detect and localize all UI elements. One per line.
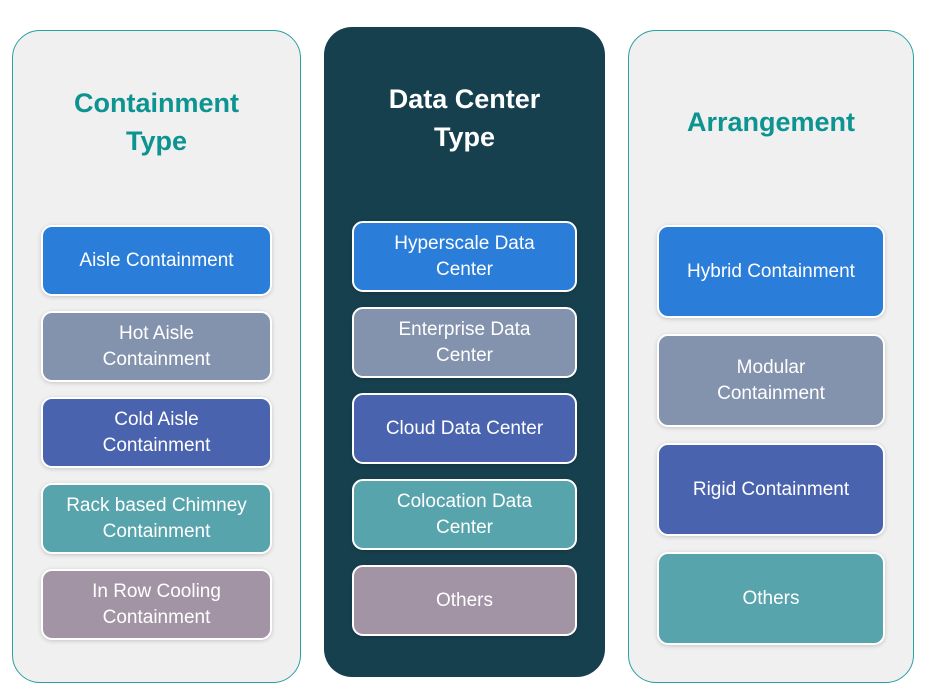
panel-title-containment-type: Containment Type bbox=[74, 88, 239, 156]
data-center-type-box-list: Hyperscale Data Center Enterprise Data C… bbox=[324, 221, 605, 636]
box-enterprise-data-center: Enterprise Data Center bbox=[352, 307, 577, 378]
box-label-hybrid-containment: Hybrid Containment bbox=[687, 260, 855, 282]
box-in-row-cooling-containment: In Row Cooling Containment bbox=[41, 569, 272, 640]
box-others-arrangement: Others bbox=[657, 552, 885, 645]
box-rigid-containment: Rigid Containment bbox=[657, 443, 885, 536]
panel-arrangement: Arrangement Hybrid Containment Modular C… bbox=[628, 30, 914, 683]
box-label-cloud-data-center: Cloud Data Center bbox=[385, 417, 544, 439]
containment-type-box-list: Aisle Containment Hot Aisle Containment … bbox=[13, 225, 300, 640]
box-label-cold-aisle-containment: Cold Aisle Containment bbox=[102, 408, 211, 456]
box-label-rack-based-chimney-containment: Rack based Chimney Containment bbox=[66, 494, 247, 542]
box-others-data-center: Others bbox=[352, 565, 577, 636]
box-label-colocation-data-center: Colocation Data Center bbox=[396, 490, 533, 538]
panel-title-arrangement: Arrangement bbox=[686, 107, 856, 138]
box-label-others-arrangement: Others bbox=[742, 587, 800, 609]
arrangement-box-list: Hybrid Containment Modular Containment R… bbox=[629, 225, 913, 645]
box-aisle-containment: Aisle Containment bbox=[41, 225, 272, 296]
box-label-enterprise-data-center: Enterprise Data Center bbox=[398, 318, 531, 366]
box-label-modular-containment: Modular Containment bbox=[717, 356, 825, 404]
box-rack-based-chimney-containment: Rack based Chimney Containment bbox=[41, 483, 272, 554]
box-modular-containment: Modular Containment bbox=[657, 334, 885, 427]
box-label-rigid-containment: Rigid Containment bbox=[692, 478, 850, 500]
box-hybrid-containment: Hybrid Containment bbox=[657, 225, 885, 318]
panel-containment-type: Containment Type Aisle Containment Hot A… bbox=[12, 30, 301, 683]
box-label-others-data-center: Others bbox=[435, 589, 494, 611]
box-hot-aisle-containment: Hot Aisle Containment bbox=[41, 311, 272, 382]
box-label-hot-aisle-containment: Hot Aisle Containment bbox=[102, 322, 211, 370]
box-cold-aisle-containment: Cold Aisle Containment bbox=[41, 397, 272, 468]
box-label-in-row-cooling-containment: In Row Cooling Containment bbox=[92, 580, 221, 628]
panel-title-data-center-type: Data Center Type bbox=[388, 84, 541, 152]
box-label-aisle-containment: Aisle Containment bbox=[79, 249, 234, 271]
box-colocation-data-center: Colocation Data Center bbox=[352, 479, 577, 550]
box-hyperscale-data-center: Hyperscale Data Center bbox=[352, 221, 577, 292]
box-label-hyperscale-data-center: Hyperscale Data Center bbox=[394, 232, 535, 280]
box-cloud-data-center: Cloud Data Center bbox=[352, 393, 577, 464]
panel-data-center-type: Data Center Type Hyperscale Data Center … bbox=[324, 27, 605, 677]
